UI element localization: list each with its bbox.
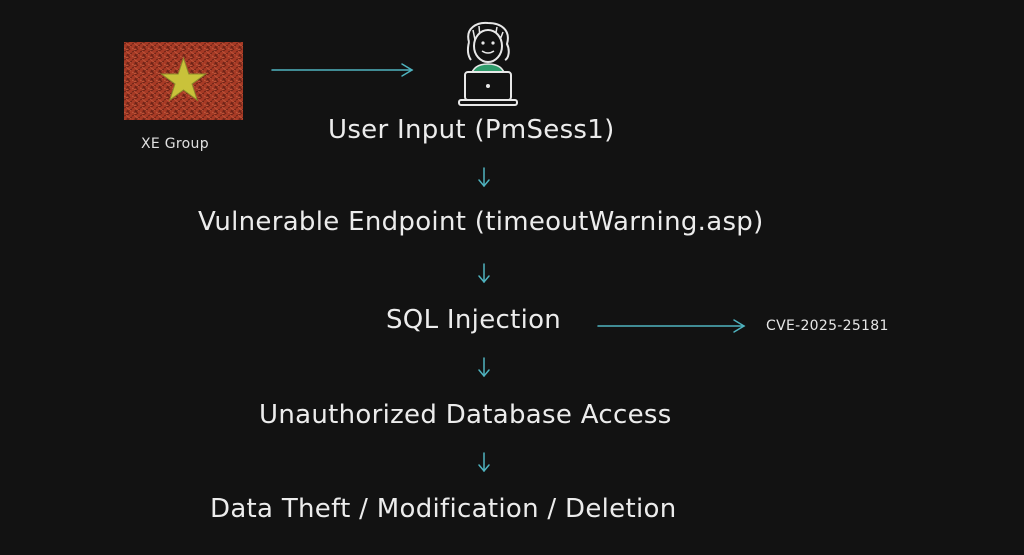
step-sql-injection: SQL Injection	[386, 305, 562, 335]
arrow-step3-to-cve	[597, 319, 746, 333]
step-user-input: User Input (PmSess1)	[328, 115, 615, 145]
step-unauthorized-access: Unauthorized Database Access	[259, 400, 672, 430]
user-with-laptop-icon	[458, 21, 518, 106]
arrow-step4-to-step5	[478, 452, 490, 473]
step-vulnerable-endpoint: Vulnerable Endpoint (timeoutWarning.asp)	[198, 207, 764, 237]
cve-label: CVE-2025-25181	[766, 318, 889, 334]
step-data-theft: Data Theft / Modification / Deletion	[210, 494, 677, 524]
attacker-label: XE Group	[141, 136, 209, 152]
arrow-attacker-to-user	[271, 63, 414, 77]
arrow-step1-to-step2	[478, 167, 490, 188]
arrow-step3-to-step4	[478, 357, 490, 378]
vietnam-flag-icon	[124, 42, 243, 120]
arrow-step2-to-step3	[478, 263, 490, 284]
